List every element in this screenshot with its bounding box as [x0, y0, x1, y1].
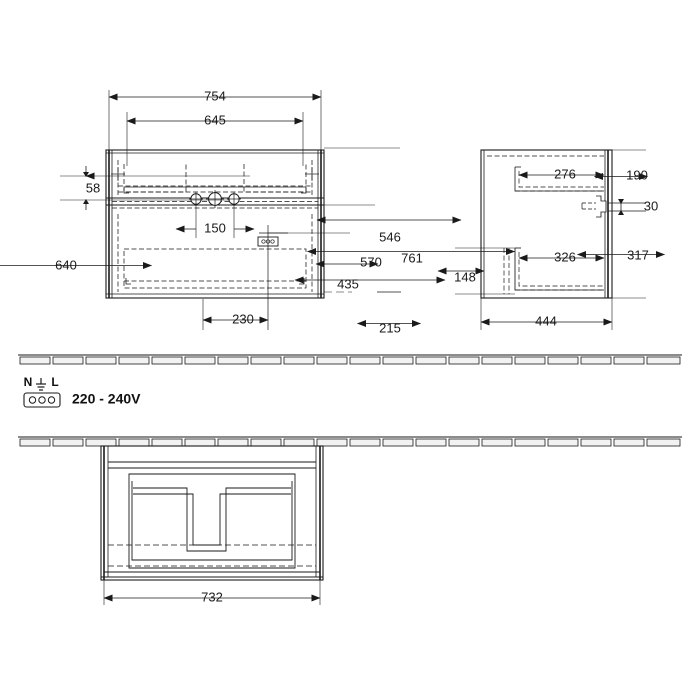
dim-label-30: 30: [644, 198, 658, 213]
dim-190: [594, 149, 648, 204]
dim-570: [294, 204, 446, 284]
tap-hole-left: [189, 192, 203, 206]
plan-basin-outline: [128, 473, 296, 569]
plan-view-cabinet: [100, 445, 324, 581]
plan-bowl-cutout: [133, 487, 291, 552]
dim-317: [577, 251, 665, 299]
dim-754: [108, 90, 322, 150]
front-upper-drawer-solid: [123, 186, 307, 194]
wall-hatch-upper: [18, 354, 682, 365]
dim-label-444: 444: [535, 313, 557, 328]
electrical-socket-icon: [23, 392, 61, 408]
dim-150: [175, 205, 255, 238]
dim-label-148: 148: [454, 269, 476, 284]
dim-label-215: 215: [379, 320, 401, 335]
front-centermark-right: [305, 167, 319, 181]
live-label: L: [51, 375, 58, 389]
side-lower-drawer: [503, 247, 604, 294]
dim-58: [60, 166, 250, 210]
tap-hole-right: [227, 192, 241, 206]
dim-label-645: 645: [204, 112, 226, 127]
side-upper-drawer: [514, 166, 604, 192]
dim-732: [103, 580, 321, 605]
dim-30: [608, 199, 646, 215]
dim-148: [437, 247, 515, 295]
dim-435: [268, 232, 379, 293]
dim-label-761: 761: [401, 250, 423, 265]
dim-230: [202, 299, 269, 330]
dim-645: [126, 112, 304, 166]
electrical-earth-icon: [36, 378, 46, 391]
plan-hidden-lines: [108, 544, 316, 567]
dim-label-317: 317: [627, 247, 649, 262]
dim-label-546: 546: [379, 229, 401, 244]
tap-hole-center: [206, 190, 224, 208]
side-view-cabinet: [480, 149, 613, 299]
voltage-label: 220 - 240V: [72, 391, 141, 407]
dim-label-640: 640: [55, 257, 77, 272]
dim-label-326: 326: [554, 249, 576, 264]
dim-label-150: 150: [204, 220, 226, 235]
neutral-label: N: [24, 375, 33, 389]
wall-hatch-lower: [18, 436, 682, 447]
dim-label-276: 276: [554, 166, 576, 181]
dim-label-570: 570: [360, 254, 382, 269]
dim-label-732: 732: [201, 589, 223, 604]
dim-label-754: 754: [204, 88, 226, 103]
dim-215: [357, 291, 421, 327]
dim-546: [316, 147, 462, 224]
dim-444: [480, 298, 613, 330]
dim-label-230: 230: [232, 311, 254, 326]
dim-label-190: 190: [626, 167, 648, 182]
dim-label-435: 435: [337, 276, 359, 291]
side-countertop-notch: [581, 195, 607, 218]
dim-label-58: 58: [86, 180, 100, 195]
front-centermark-left: [111, 167, 125, 181]
